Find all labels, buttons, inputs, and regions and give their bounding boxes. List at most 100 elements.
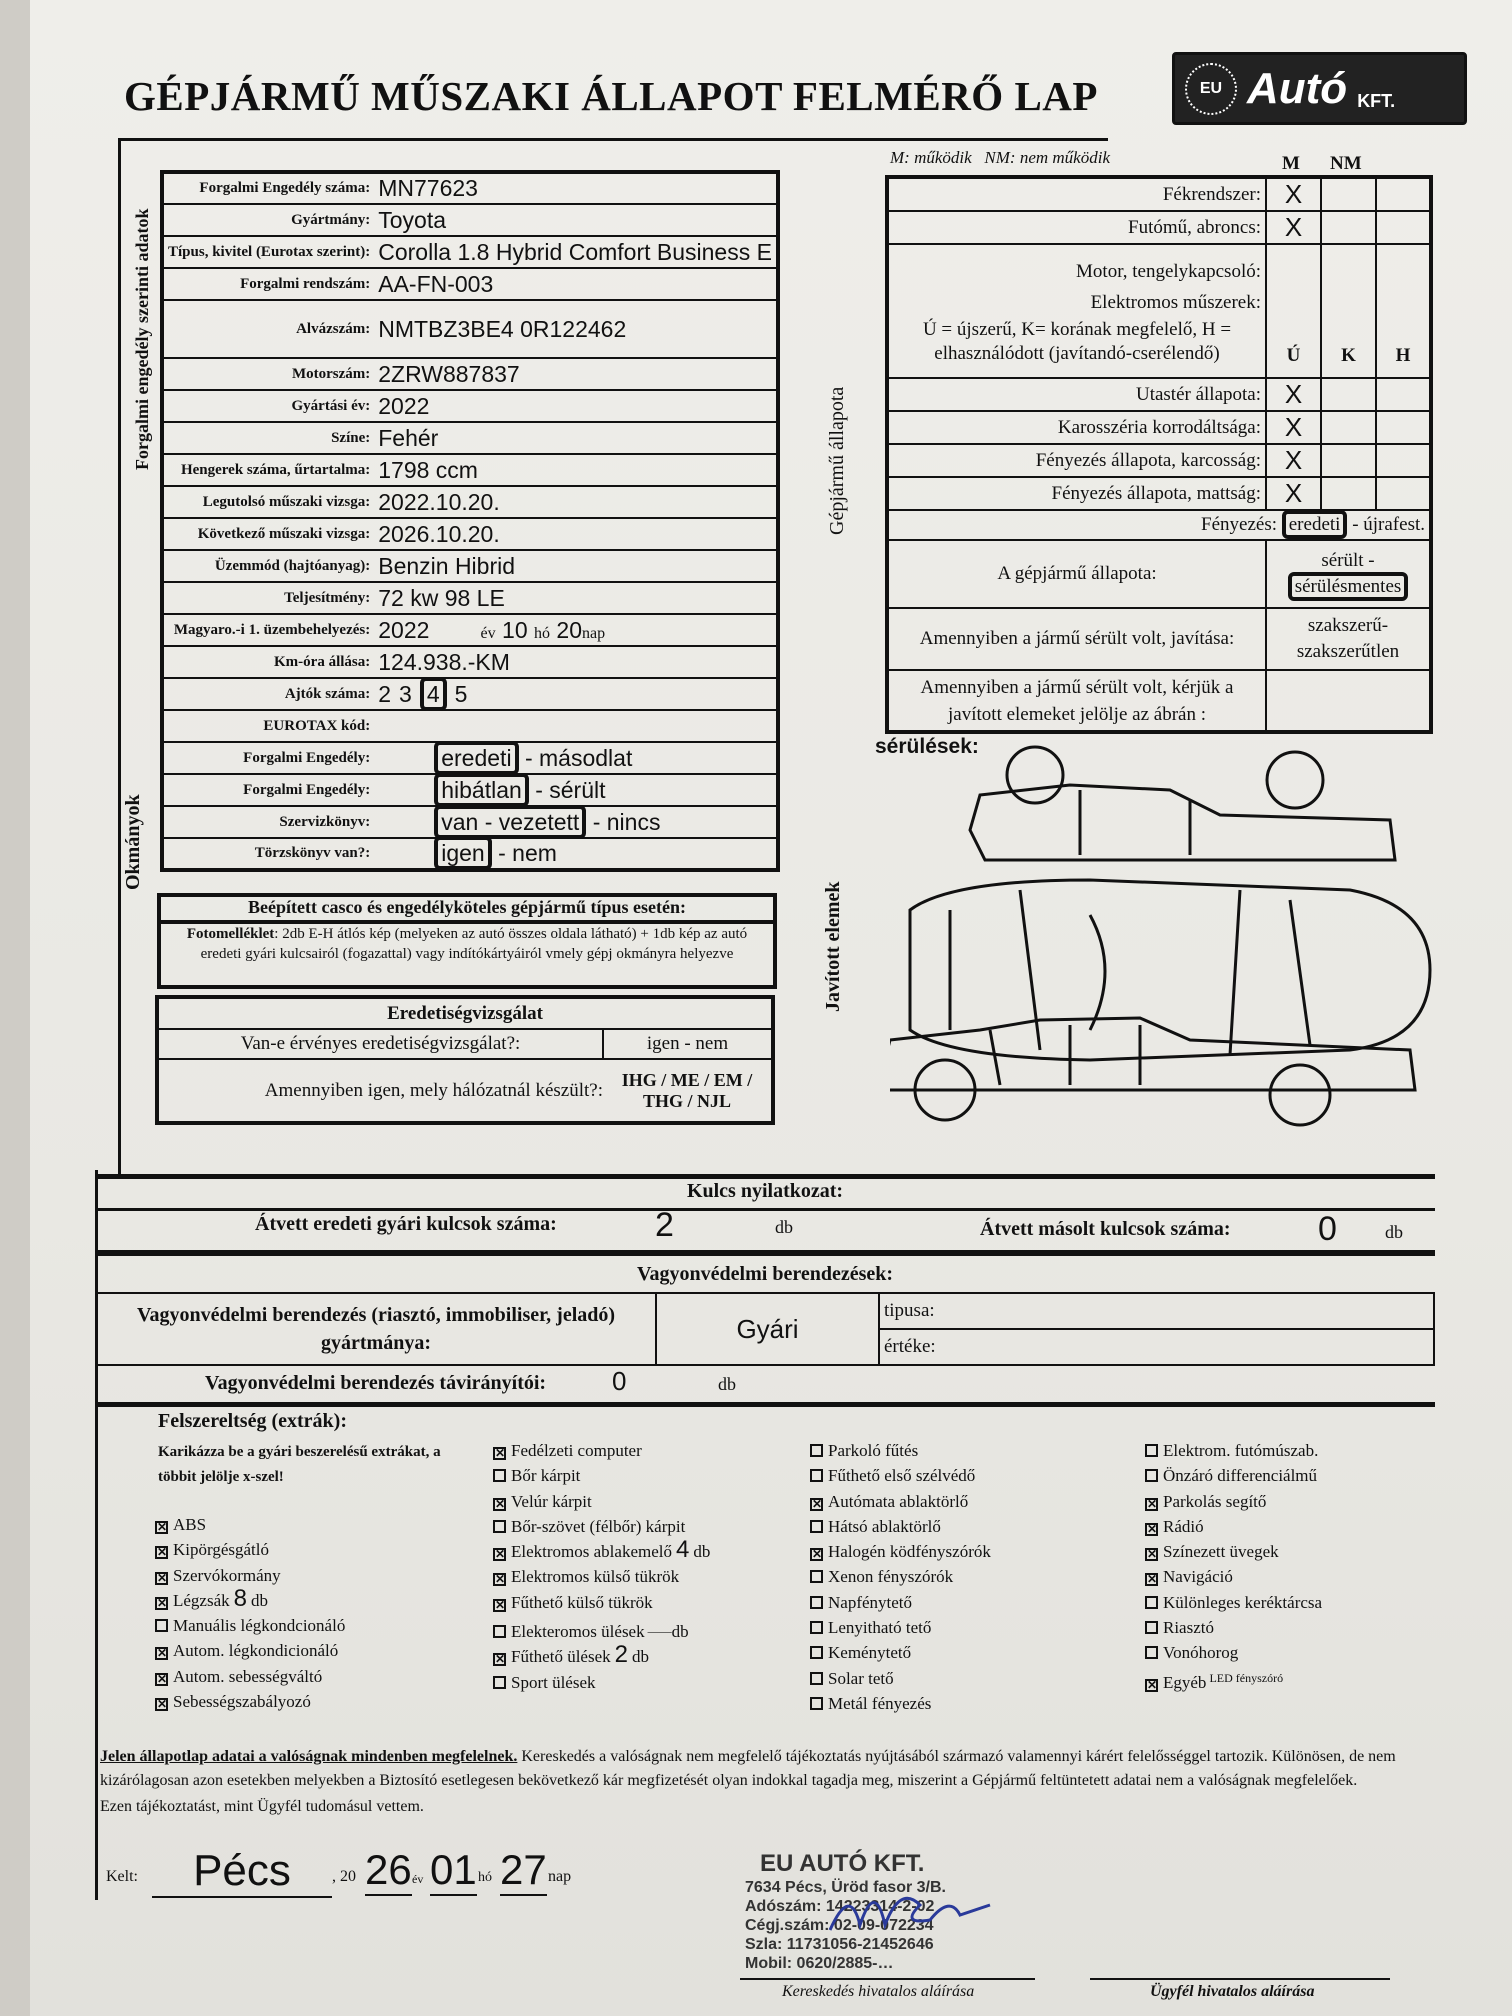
checked-box-icon[interactable]: ✕ — [493, 1496, 506, 1511]
extra-item[interactable]: ✕Autom. sebességváltó — [155, 1666, 323, 1686]
logo-brand: Autó — [1247, 63, 1348, 113]
checkbox-icon[interactable] — [810, 1519, 823, 1533]
extra-item[interactable]: ✕Elektromos külső tükrök — [493, 1567, 680, 1587]
date-year[interactable]: 26 — [365, 1846, 412, 1896]
place-field[interactable]: Pécs — [152, 1846, 332, 1898]
extra-item[interactable]: Különleges keréktárcsa — [1145, 1590, 1322, 1615]
checked-box-icon[interactable]: ✕ — [493, 1547, 506, 1562]
extra-item[interactable]: Napfénytető — [810, 1590, 991, 1615]
vehicle-row: Típus, kivitel (Eurotax szerint):Corolla… — [162, 236, 778, 269]
checked-box-icon[interactable]: ✕ — [1145, 1572, 1158, 1587]
extra-item[interactable]: Elektrom. futómúszab. — [1145, 1438, 1322, 1463]
vehicle-row: Színe:Fehér — [162, 422, 778, 455]
checked-box-icon[interactable]: ✕ — [810, 1547, 823, 1562]
allapot-serulesmentes-circled: sérülésmentes — [1287, 572, 1409, 601]
checkbox-icon[interactable] — [493, 1625, 506, 1639]
copy-keys-count: 0 — [1318, 1210, 1337, 1248]
checkbox-icon[interactable] — [155, 1619, 168, 1633]
extra-item[interactable]: Lenyitható tető — [810, 1615, 991, 1640]
checked-box-icon[interactable]: ✕ — [155, 1697, 168, 1712]
extra-item[interactable]: Metál fényezés — [810, 1691, 991, 1716]
checked-box-icon[interactable]: ✕ — [493, 1652, 506, 1667]
extra-item[interactable]: Elekteromos ülések____db — [493, 1615, 710, 1644]
extra-item[interactable]: ✕Halogén ködfényszórók — [810, 1542, 991, 1562]
col-m: M — [1282, 153, 1300, 174]
checkbox-icon[interactable] — [810, 1595, 823, 1609]
car-damage-diagram[interactable] — [890, 740, 1440, 1130]
checkbox-icon[interactable] — [810, 1570, 823, 1584]
extra-item[interactable]: Hátsó ablaktörlő — [810, 1514, 991, 1539]
checked-box-icon[interactable]: ✕ — [155, 1671, 168, 1686]
checked-box-icon[interactable]: ✕ — [1145, 1496, 1158, 1511]
extra-item[interactable]: ✕Rádió — [1145, 1516, 1204, 1536]
extras-col-1: ✕ABS ✕Kipörgésgátló ✕Szervókormány✕Légzsák… — [155, 1512, 345, 1714]
document-option: hibátlan — [434, 772, 529, 807]
checkbox-icon[interactable] — [1145, 1444, 1158, 1457]
eredetiseg-answer: igen - nem — [602, 1028, 774, 1060]
vehicle-row: Motorszám:2ZRW887837 — [162, 358, 778, 391]
extra-item[interactable]: ✕Navigáció — [1145, 1567, 1233, 1587]
checked-box-icon[interactable]: ✕ — [493, 1446, 506, 1460]
checkbox-icon[interactable] — [810, 1696, 823, 1710]
checked-box-icon[interactable]: ✕ — [155, 1520, 168, 1534]
extra-item[interactable]: ✕Autom. légkondicionáló — [155, 1641, 339, 1661]
condition-row: Fényezés állapota, mattság:X — [886, 476, 1432, 511]
extra-item[interactable]: ✕Szervókormány — [155, 1565, 281, 1585]
extra-item[interactable]: ✕Autómata ablaktörlő — [810, 1491, 969, 1511]
checked-box-icon[interactable]: ✕ — [810, 1496, 823, 1511]
date-day[interactable]: 27 — [500, 1846, 547, 1896]
extra-item[interactable]: ✕Fedélzeti computer — [493, 1441, 642, 1460]
extra-item[interactable]: Manuális légkondcionáló — [155, 1613, 345, 1638]
extra-item[interactable]: Bőr-szövet (félbőr) kárpit — [493, 1514, 710, 1539]
extra-item[interactable]: ✕Kipörgésgátló — [155, 1540, 270, 1560]
checkbox-icon[interactable] — [810, 1469, 823, 1483]
extra-item[interactable]: ✕Sebességszabályozó — [155, 1692, 311, 1712]
checkbox-icon[interactable] — [810, 1671, 823, 1685]
checkbox-icon[interactable] — [493, 1675, 506, 1689]
extra-item[interactable]: Sport ülések — [493, 1670, 710, 1695]
checkbox-icon[interactable] — [810, 1646, 823, 1660]
vehicle-value: Corolla 1.8 Hybrid Comfort Business E — [374, 236, 778, 269]
casco-text: Fotomelléklet: 2db E-H átlós kép (melyek… — [186, 926, 748, 962]
checked-box-icon[interactable]: ✕ — [155, 1595, 168, 1610]
checkbox-icon[interactable] — [493, 1469, 506, 1483]
checkbox-icon[interactable] — [1145, 1595, 1158, 1609]
eredetiseg-title: Eredetiségvizsgálat — [156, 996, 774, 1030]
extra-item[interactable]: Vonóhorog — [1145, 1640, 1322, 1665]
checkbox-icon[interactable] — [810, 1444, 823, 1457]
extra-item[interactable]: Xenon fényszórók — [810, 1564, 991, 1589]
extras-title: Felszereltség (extrák): — [158, 1410, 347, 1432]
extra-item[interactable]: Riasztó — [1145, 1615, 1322, 1640]
date-month[interactable]: 01 — [430, 1846, 477, 1896]
extra-item[interactable]: Fűthető első szélvédő — [810, 1463, 991, 1488]
checked-box-icon[interactable]: ✕ — [1145, 1521, 1158, 1536]
extra-item[interactable]: Bőr kárpit — [493, 1463, 710, 1488]
checked-box-icon[interactable]: ✕ — [1145, 1677, 1158, 1692]
checkbox-icon[interactable] — [1145, 1621, 1158, 1635]
vehicle-value: Toyota — [374, 204, 778, 237]
checkbox-icon[interactable] — [1145, 1469, 1158, 1483]
extra-item[interactable]: ✕Színezett üvegek — [1145, 1542, 1279, 1562]
extra-item[interactable]: ✕ABS — [155, 1515, 207, 1534]
checkbox-icon[interactable] — [810, 1621, 823, 1635]
checked-box-icon[interactable]: ✕ — [155, 1570, 168, 1585]
vehicle-value: 2ZRW887837 — [374, 358, 778, 391]
checked-box-icon[interactable]: ✕ — [155, 1646, 168, 1661]
extra-item[interactable]: ✕Velúr kárpit — [493, 1491, 592, 1511]
checkbox-icon[interactable] — [493, 1519, 506, 1533]
extra-item[interactable]: Solar tető — [810, 1666, 991, 1691]
checked-box-icon[interactable]: ✕ — [1145, 1547, 1158, 1562]
checked-box-icon[interactable]: ✕ — [155, 1545, 168, 1560]
extra-item[interactable]: Önzáró differenciálmű — [1145, 1463, 1322, 1488]
extra-item[interactable]: ✕Parkolás segítő — [1145, 1491, 1267, 1511]
checked-box-icon[interactable]: ✕ — [493, 1572, 506, 1587]
extra-item[interactable]: Keménytető — [810, 1640, 991, 1665]
extra-item[interactable]: ✕Fűthető külső tükrök — [493, 1592, 653, 1612]
checkbox-icon[interactable] — [1145, 1646, 1158, 1660]
checked-box-icon[interactable]: ✕ — [493, 1597, 506, 1612]
extra-item[interactable]: Parkoló fűtés — [810, 1438, 991, 1463]
